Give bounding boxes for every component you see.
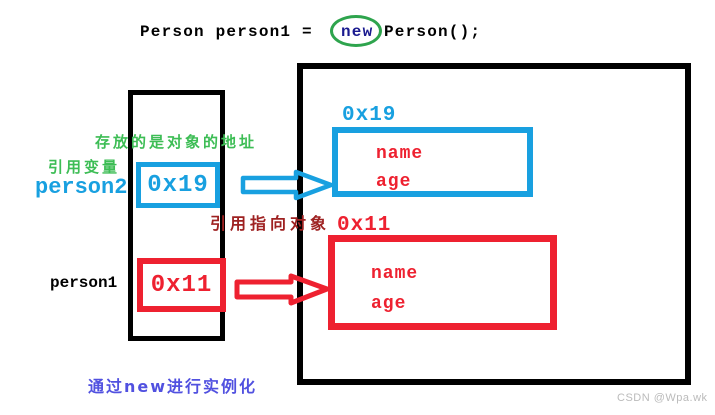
heap-object1-address-label: 0x19 [342, 104, 397, 127]
person2-address-box: 0x19 [136, 162, 220, 208]
csdn-watermark: CSDN @Wpa.wk [617, 392, 708, 404]
blue-right-arrow-icon [240, 169, 334, 201]
person1-label: person1 [50, 274, 118, 292]
new-keyword-circle-icon [330, 15, 382, 47]
heap-rectangle [297, 63, 691, 385]
object1-field-age: age [376, 172, 412, 192]
heap-object2-box: name age [328, 235, 557, 330]
code-text-before: Person person1 = [140, 23, 313, 41]
note-reference-variable: 引用变量 [48, 158, 121, 176]
note-stores-object-address: 存放的是对象的地址 [95, 133, 258, 151]
person2-label: person2 [35, 175, 128, 200]
red-right-arrow-icon [234, 273, 330, 306]
object1-field-name: name [376, 144, 424, 164]
note-reference-points-to-object: 引用指向对象 [210, 214, 331, 233]
heap-object2-address-label: 0x11 [337, 214, 392, 237]
person2-address-value: 0x19 [147, 171, 209, 199]
code-text-after: Person(); [384, 23, 482, 41]
object2-field-age: age [371, 294, 407, 314]
person1-address-box: 0x11 [137, 258, 226, 312]
heap-object1-box: name age [332, 127, 533, 197]
note-instantiate-via-new: 通过new进行实例化 [88, 377, 258, 396]
person1-address-value: 0x11 [150, 271, 213, 299]
object2-field-name: name [371, 264, 419, 284]
